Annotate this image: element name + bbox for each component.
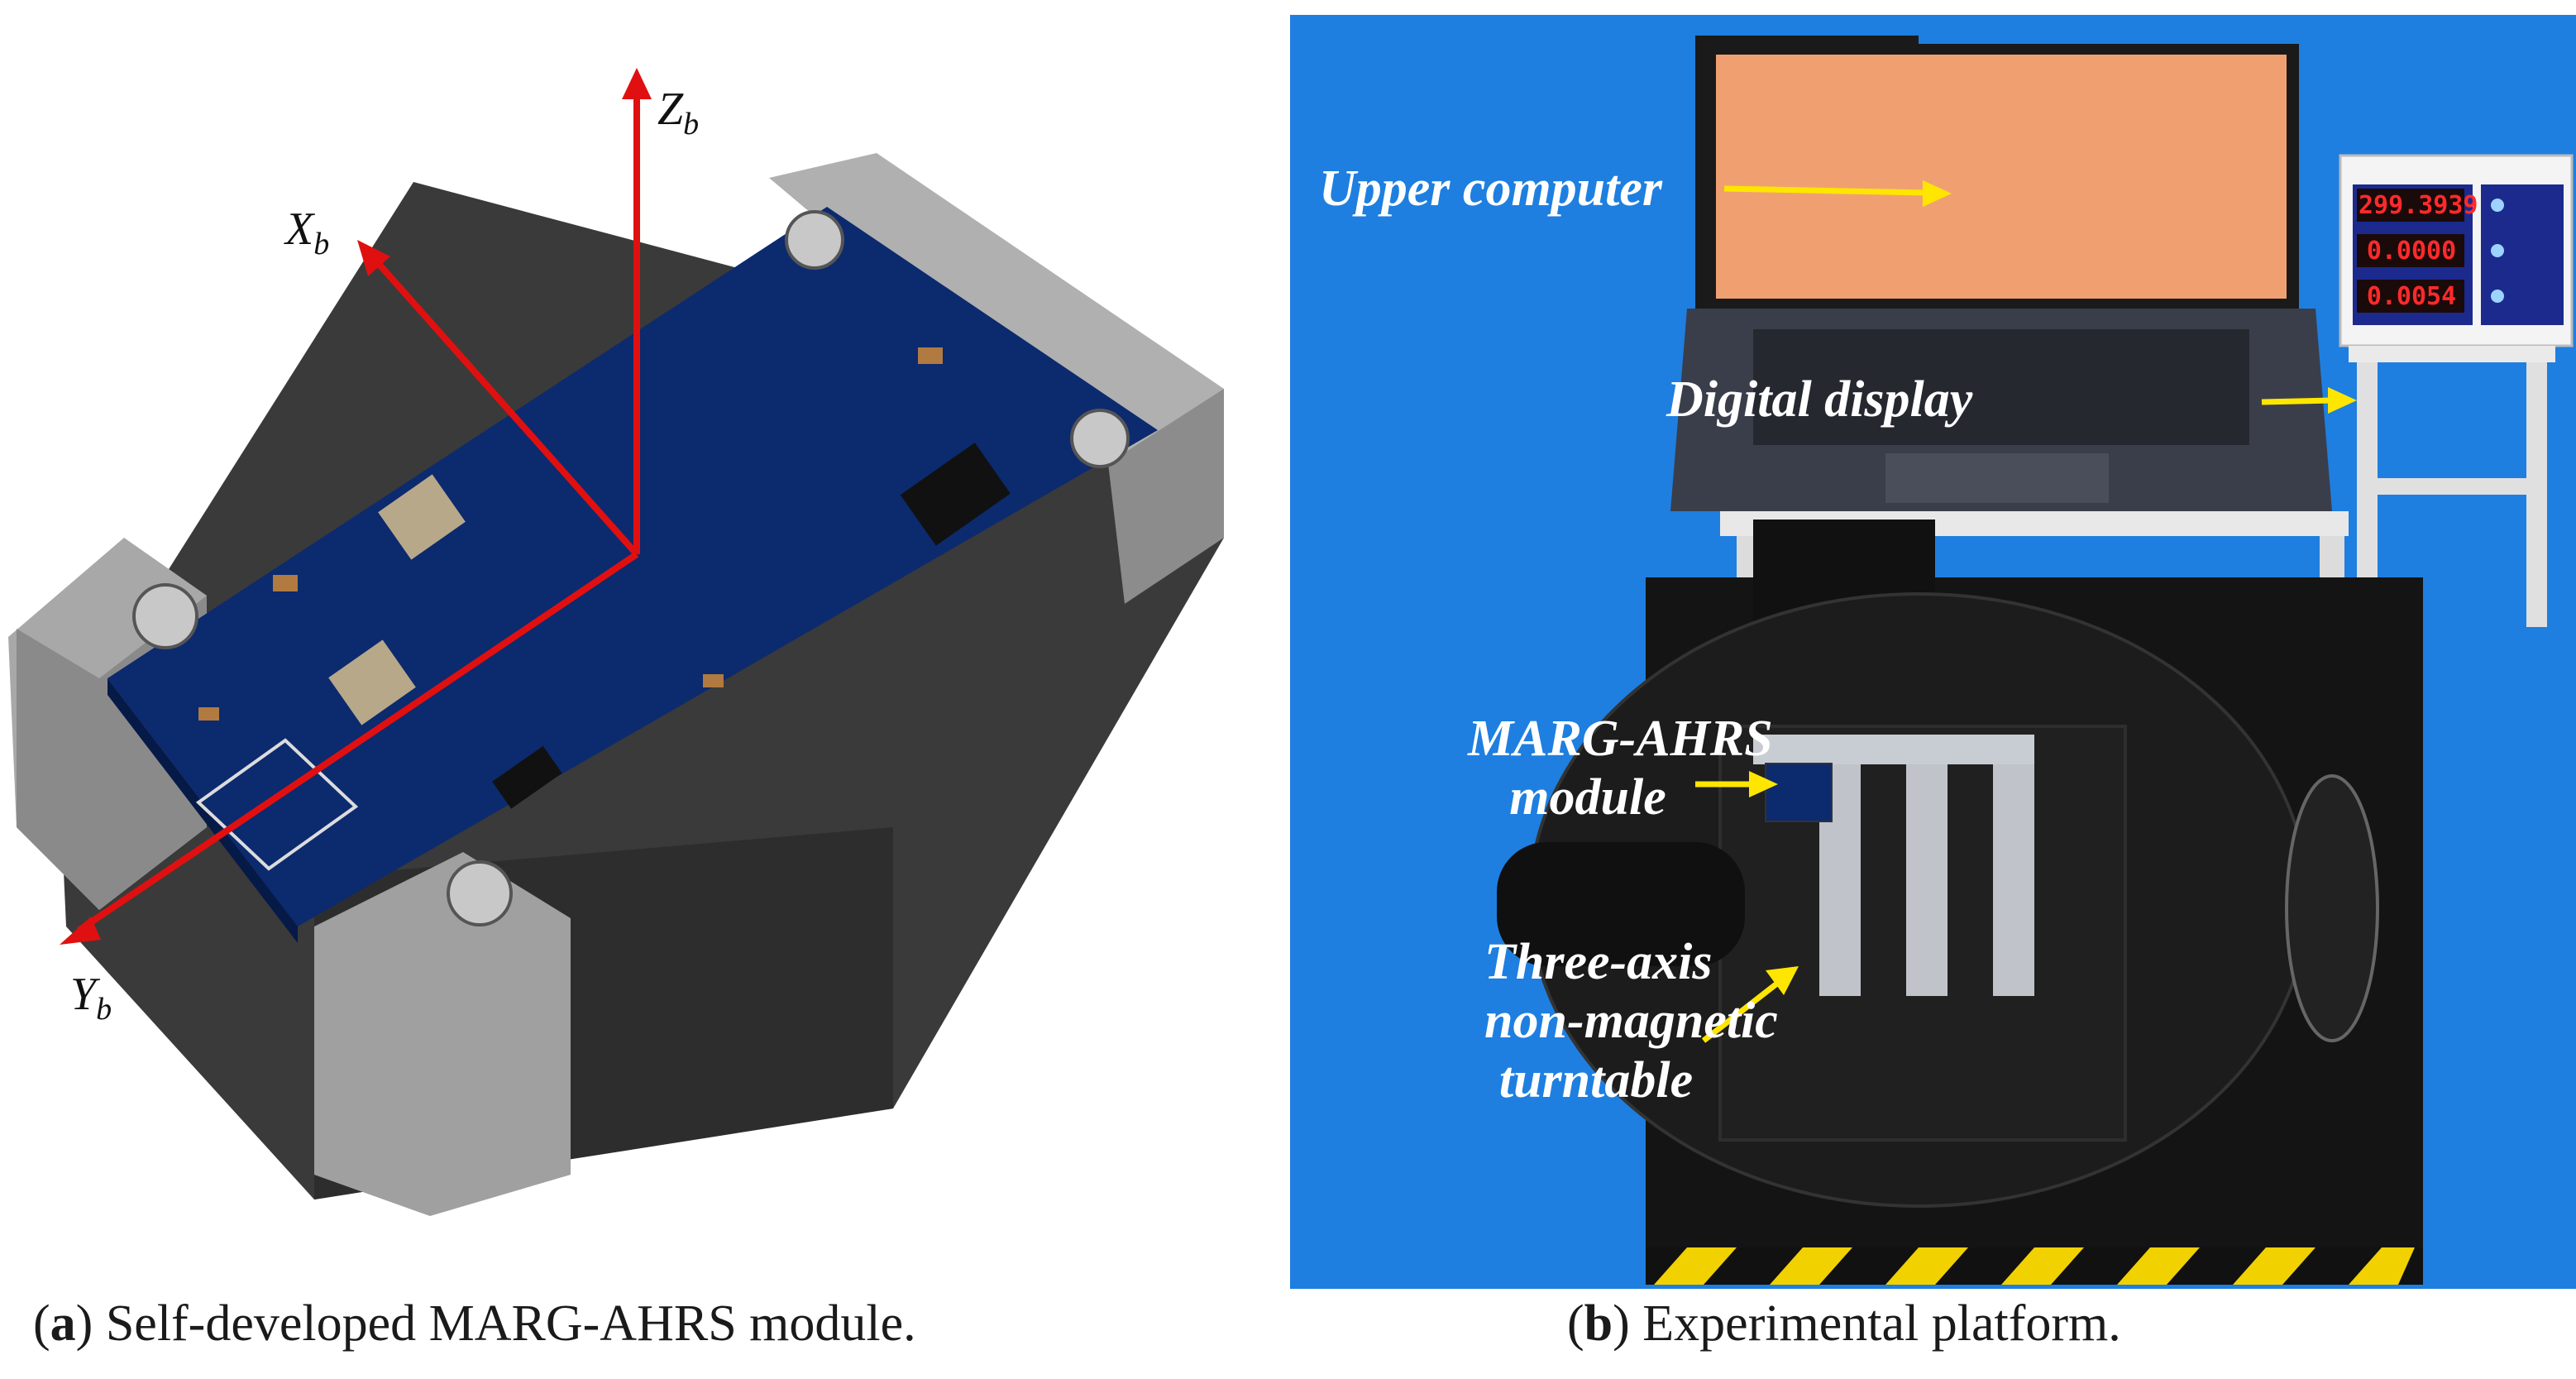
transistor-q1 — [492, 745, 562, 809]
body-frame-axes — [60, 68, 652, 945]
button-icon — [2491, 244, 2504, 257]
caption-b-letter: b — [1584, 1295, 1613, 1352]
button-icon — [2491, 199, 2504, 212]
annotation-arrows — [1695, 180, 2357, 1043]
fixture-leg — [1993, 764, 2034, 996]
y-axis-arrow — [76, 551, 639, 934]
x-axis-arrowhead — [357, 240, 390, 276]
pad-outline — [195, 738, 359, 871]
label-marg-module: MARG-AHRS module — [1468, 710, 1773, 828]
label-turntable-line3: turntable — [1498, 1051, 1694, 1108]
label-marg-line1: MARG-AHRS — [1468, 711, 1773, 767]
stool-top — [2349, 346, 2555, 362]
end-cap-front — [314, 852, 571, 1216]
label-turntable: Three-axis non-magnetic turntable — [1484, 933, 1778, 1110]
readout-value: 0.0054 — [2366, 282, 2457, 311]
laptop-touchpad — [1885, 453, 2109, 503]
x-axis-arrow — [370, 254, 639, 557]
pcb-edge — [108, 678, 298, 943]
label-upper-computer: Upper computer — [1319, 160, 1663, 217]
readout-value: 299.3939 — [2359, 191, 2478, 220]
arrow-upper-computer — [1723, 185, 1928, 196]
capacitor — [918, 347, 943, 364]
z-axis-arrowhead — [622, 68, 652, 99]
turntable-handwheel — [2285, 774, 2379, 1042]
connector-p2 — [378, 474, 466, 560]
label-turntable-line1: Three-axis — [1484, 934, 1713, 990]
screw-icon — [447, 860, 513, 927]
panel-a-module-photo: Zb Xb Yb — [0, 0, 1274, 1274]
module-illustration — [8, 68, 1224, 1216]
arrow-turntable — [1701, 980, 1780, 1043]
laptop-keyboard — [1753, 329, 2249, 445]
capacitor — [198, 707, 219, 721]
readout-window — [2357, 234, 2464, 267]
readout-window — [2357, 189, 2464, 222]
end-cap-right-shade — [1108, 389, 1224, 604]
z-axis-label: Zb — [657, 84, 700, 142]
caption-b: (b) Experimental platform. — [1567, 1295, 2121, 1352]
capacitor — [273, 575, 298, 591]
pcb-board — [108, 207, 1158, 927]
stool-rail — [2378, 478, 2526, 495]
stool-leg — [2526, 362, 2547, 627]
marg-ahrs-board — [1765, 763, 1833, 822]
y-axis-label: Yb — [70, 969, 112, 1027]
button-icon — [2491, 290, 2504, 303]
label-digital-display: Digital display — [1666, 371, 1973, 428]
caption-b-text: Experimental platform. — [1629, 1295, 2121, 1352]
caption-a-text: Self-developed MARG-AHRS module. — [93, 1295, 916, 1352]
connector-p3 — [328, 639, 416, 725]
caption-a-letter: a — [50, 1295, 76, 1352]
screw-icon — [785, 210, 844, 270]
turntable-axle-left — [1497, 842, 1745, 966]
readout-window — [2357, 280, 2464, 313]
screw-icon — [1070, 409, 1130, 468]
y-axis-arrowhead — [60, 917, 101, 945]
ic-chip-u12 — [900, 443, 1011, 546]
laptop-screen — [1716, 55, 2287, 299]
label-turntable-line2: non-magnetic — [1484, 993, 1778, 1050]
label-marg-line2: module — [1509, 769, 1666, 826]
capacitor — [703, 674, 724, 687]
fixture-top-bar — [1753, 735, 2034, 764]
x-axis-label: Xb — [285, 203, 330, 262]
hazard-stripes-yellow — [1654, 1247, 2415, 1285]
arrow-digital-display — [2261, 397, 2333, 405]
readout-value: 0.0000 — [2366, 237, 2457, 266]
panel-b-platform-photo: 299.3939 0.0000 0.0054 Upper computer Di… — [1290, 15, 2576, 1289]
caption-a: (a) Self-developed MARG-AHRS module. — [33, 1295, 916, 1352]
screw-icon — [132, 583, 198, 649]
fixture-leg — [1906, 764, 1948, 996]
platform-illustration — [1497, 36, 2574, 1285]
